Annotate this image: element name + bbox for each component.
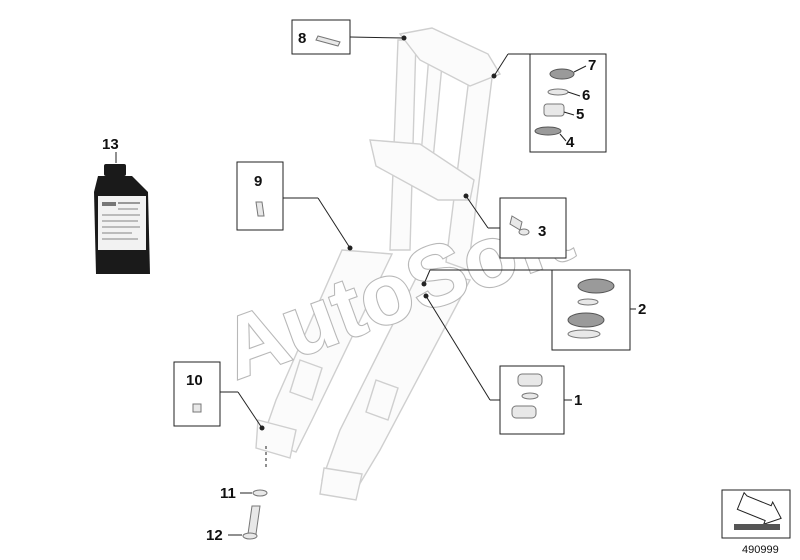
front-fork-assembly	[255, 27, 502, 501]
washer-part-11	[252, 489, 268, 497]
oil-bottle-part-13	[94, 164, 150, 274]
screw-part-8	[315, 35, 341, 47]
bearing-parts-4-7	[534, 68, 575, 136]
callout-box-9	[236, 161, 284, 231]
part-label-8: 8	[298, 30, 306, 47]
orientation-arrow-icon	[734, 491, 782, 530]
part-label-4: 4	[566, 134, 575, 151]
screw-part-10	[192, 403, 202, 413]
part-label-3: 3	[538, 223, 546, 240]
bolt-part-3	[509, 215, 530, 236]
bolt-part-9	[255, 201, 265, 217]
part-label-6: 6	[582, 87, 590, 104]
part-label-10: 10	[186, 372, 203, 389]
part-label-12: 12	[206, 527, 223, 544]
axle-bolt-part-12	[242, 505, 261, 540]
diagram-id: 490999	[742, 544, 779, 556]
part-label-13: 13	[102, 136, 119, 153]
part-label-7: 7	[588, 57, 596, 74]
part-label-5: 5	[576, 106, 584, 123]
bushing-parts-1	[511, 373, 543, 419]
part-label-9: 9	[254, 173, 262, 190]
seal-parts-2	[567, 278, 615, 339]
part-label-1: 1	[574, 392, 582, 409]
part-label-2: 2	[638, 301, 646, 318]
part-label-11: 11	[220, 485, 236, 502]
callout-box-10	[173, 361, 221, 427]
callout-box-3	[499, 197, 567, 259]
